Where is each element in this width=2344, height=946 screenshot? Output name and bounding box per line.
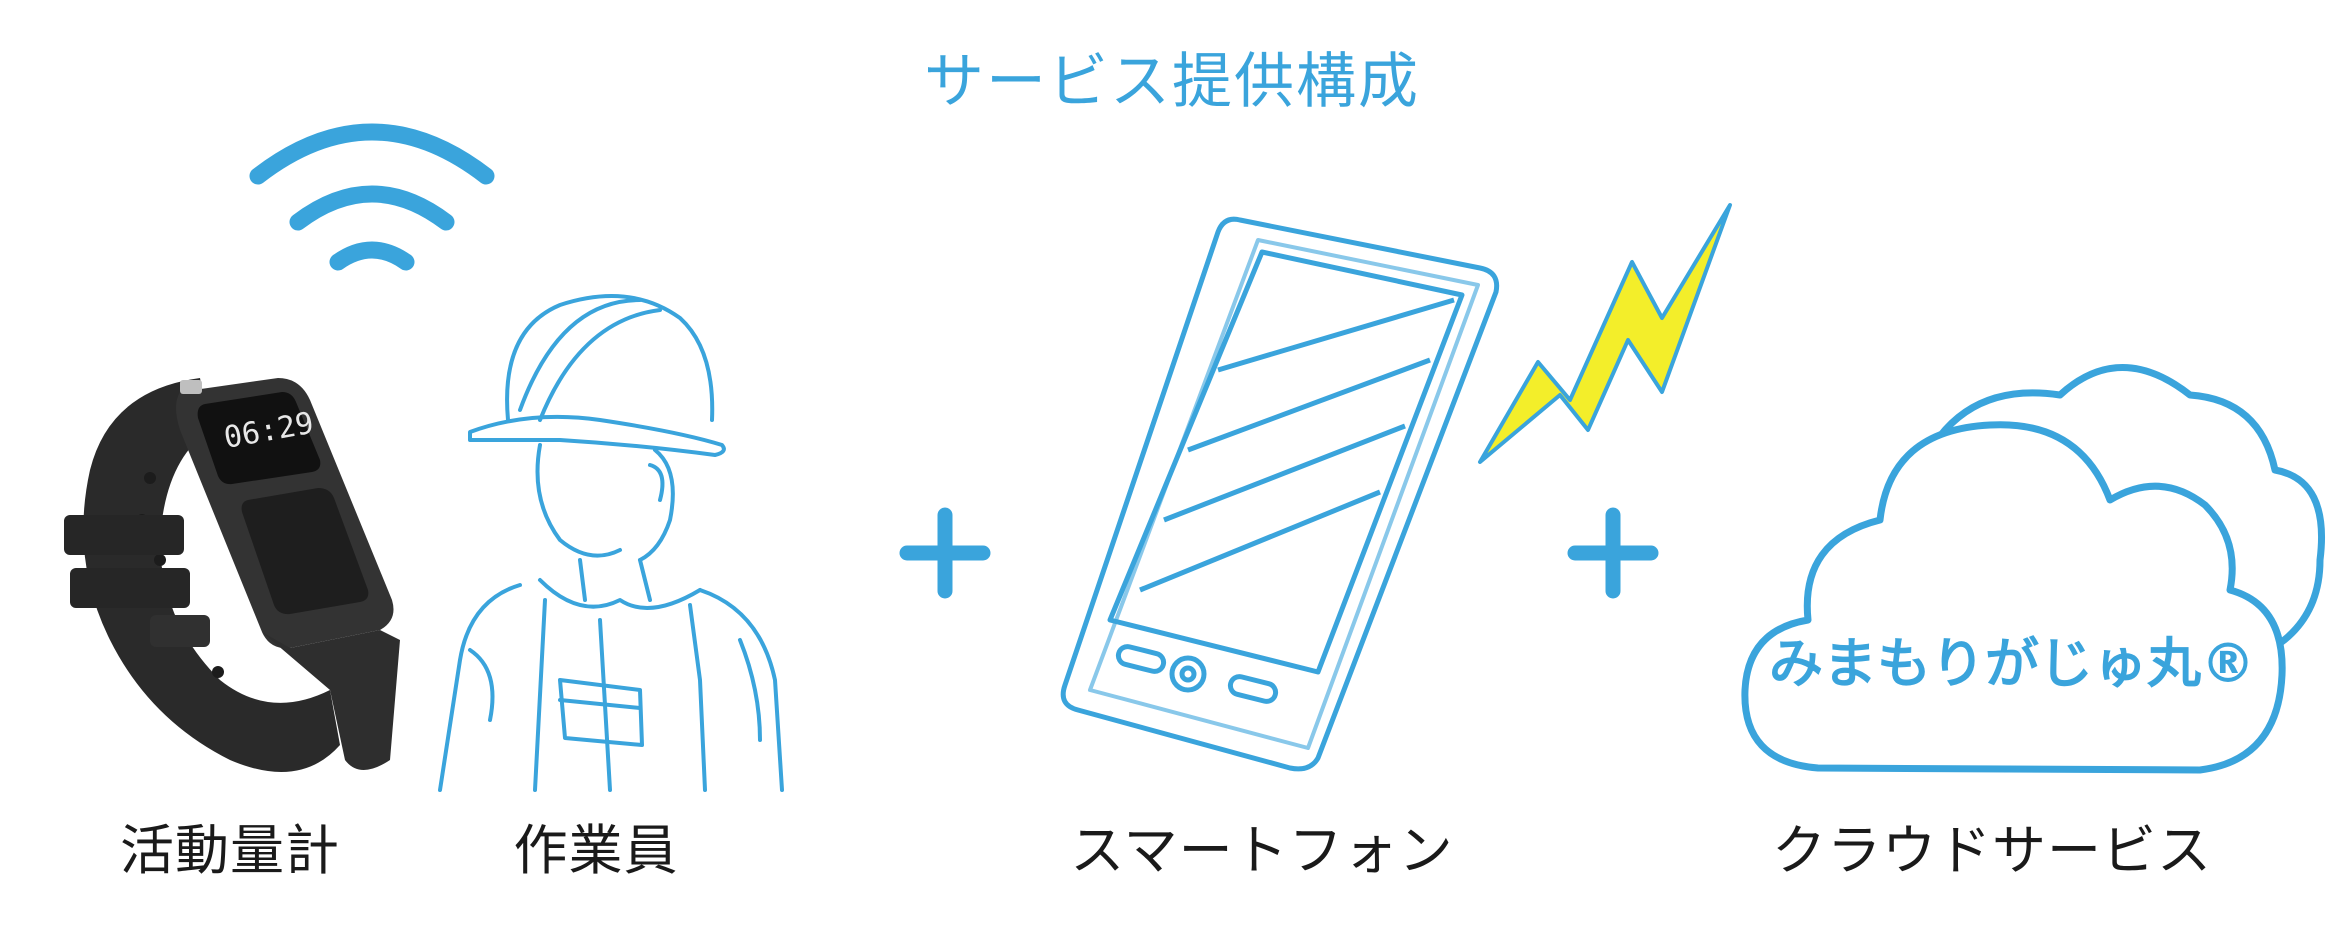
lightning-icon (1478, 203, 1732, 464)
plus-icon (899, 507, 991, 599)
cloud-brand-text: みまもりがじゅ丸® (1769, 632, 2255, 695)
label-worker: 作業員 (513, 819, 679, 882)
plus-icon (1567, 507, 1659, 599)
label-smartphone: スマートフォン (1070, 819, 1454, 882)
worker-icon (438, 294, 784, 792)
cloud-icon: みまもりがじゅ丸® (1741, 364, 2326, 774)
wifi-icon (249, 123, 495, 271)
label-activity-meter: 活動量計 (120, 819, 340, 882)
smartphone-icon (1060, 216, 1500, 772)
smartwatch-icon: 06:29 (64, 378, 400, 772)
diagram-title: サービス提供構成 (924, 47, 1420, 117)
label-cloud-service: クラウドサービス (1772, 819, 2212, 882)
